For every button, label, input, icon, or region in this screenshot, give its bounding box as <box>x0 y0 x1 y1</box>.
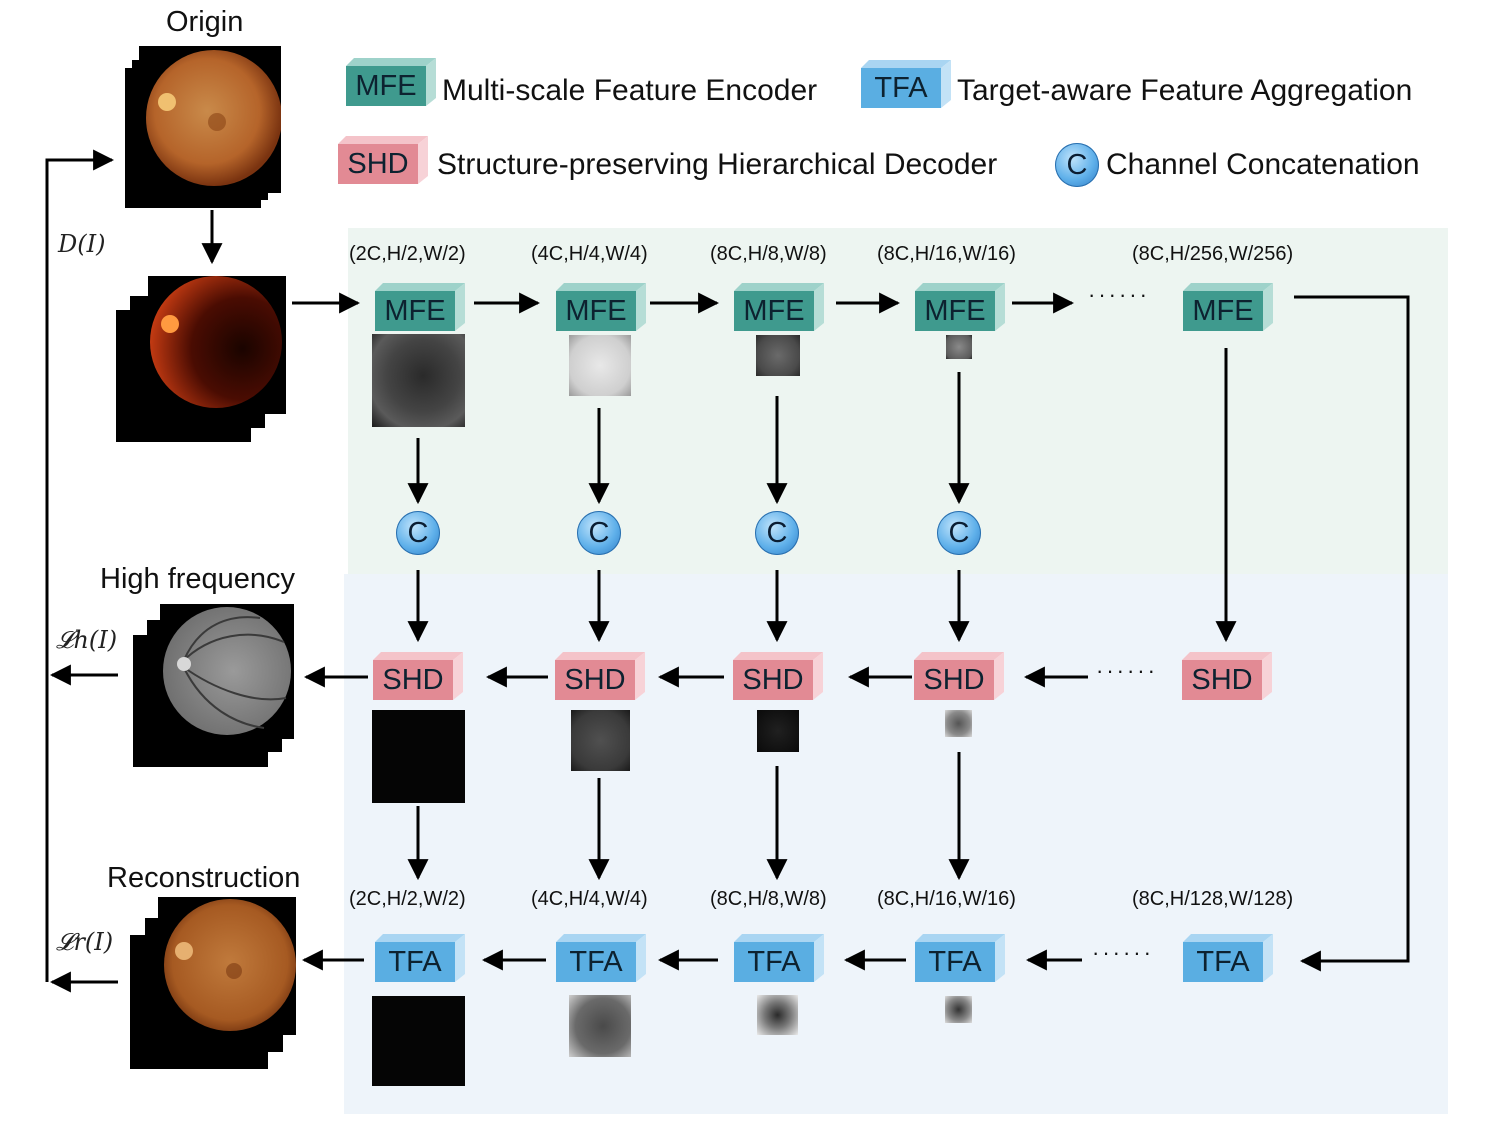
legend-mfe-swatch: MFE <box>346 58 436 106</box>
tfa-block-5-label: TFA <box>1183 942 1263 982</box>
decoder-feature-map-3 <box>757 710 799 752</box>
tfa-block-1-label: TFA <box>375 942 455 982</box>
mfe-block-2-label: MFE <box>556 291 636 331</box>
high-frequency-label: High frequency <box>100 563 296 595</box>
aggregation-dim-1: (2C,H/2,W/2) <box>349 888 466 910</box>
concat-node-4: C <box>937 511 981 555</box>
concat-node-2: C <box>577 511 621 555</box>
aggregation-feature-map-3 <box>757 995 798 1035</box>
shd-block-1-label: SHD <box>373 660 453 700</box>
encoder-feature-map-4 <box>946 335 972 359</box>
decoder-feature-map-2 <box>571 710 630 771</box>
aggregation-feature-map-1 <box>372 996 465 1086</box>
shd-block-3-label: SHD <box>733 660 813 700</box>
mfe-block-5-label: MFE <box>1183 291 1263 331</box>
shd-block-5-label: SHD <box>1182 660 1262 700</box>
mfe-block-2: MFE <box>556 283 646 331</box>
mfe-block-1-label: MFE <box>375 291 455 331</box>
tfa-block-3-label: TFA <box>734 942 814 982</box>
concat-node-1: C <box>396 511 440 555</box>
origin-label: Origin <box>166 6 244 38</box>
high-frequency-image <box>163 607 291 735</box>
shd-block-4: SHD <box>914 652 1004 700</box>
tfa-block-4: TFA <box>915 934 1005 982</box>
aggregation-dim-2: (4C,H/4,W/4) <box>531 888 648 910</box>
legend-mfe-tag: MFE <box>346 66 426 106</box>
legend-mfe-text: Multi-scale Feature Encoder <box>442 74 818 107</box>
aggregation-dim-4: (8C,H/16,W/16) <box>877 888 1016 910</box>
aggregation-feature-map-2 <box>569 995 631 1057</box>
shd-block-2: SHD <box>555 652 645 700</box>
tfa-block-1: TFA <box>375 934 465 982</box>
encoder-dim-5: (8C,H/256,W/256) <box>1132 243 1294 265</box>
legend-tfa-swatch: TFA <box>861 60 951 108</box>
reconstruction-label: Reconstruction <box>107 862 301 894</box>
decoder-ellipsis: ······ <box>1096 658 1158 683</box>
shd-block-4-label: SHD <box>914 660 994 700</box>
mfe-block-3: MFE <box>734 283 824 331</box>
tfa-block-2: TFA <box>556 934 646 982</box>
legend-shd-swatch: SHD <box>338 136 428 184</box>
encoder-ellipsis: ······ <box>1088 282 1150 307</box>
legend-concat-icon: C <box>1055 143 1099 187</box>
aggregation-dim-5: (8C,H/128,W/128) <box>1132 888 1294 910</box>
shd-block-1: SHD <box>373 652 463 700</box>
origin-fundus-image <box>146 50 281 186</box>
reconstruction-loss-label: 𝓛r(I) <box>56 928 114 956</box>
encoder-feature-map-2 <box>569 335 631 396</box>
shd-block-3: SHD <box>733 652 823 700</box>
tfa-block-4-label: TFA <box>915 942 995 982</box>
tfa-block-2-label: TFA <box>556 942 636 982</box>
aggregation-dim-3: (8C,H/8,W/8) <box>710 888 827 910</box>
mfe-block-4: MFE <box>915 283 1005 331</box>
encoder-feature-map-1 <box>372 334 465 427</box>
aggregation-ellipsis: ······ <box>1092 940 1154 965</box>
decoder-feature-map-4 <box>945 710 972 737</box>
mfe-block-1: MFE <box>375 283 465 331</box>
legend-tfa-tag: TFA <box>861 68 941 108</box>
concat-node-3: C <box>755 511 799 555</box>
encoder-feature-map-3 <box>756 335 800 376</box>
encoder-dim-2: (4C,H/4,W/4) <box>531 243 648 265</box>
degradation-label: D(I) <box>58 230 106 258</box>
legend-tfa-text: Target-aware Feature Aggregation <box>957 74 1413 107</box>
high-frequency-loss-label: 𝓛h(I) <box>56 626 118 654</box>
mfe-block-3-label: MFE <box>734 291 814 331</box>
degraded-fundus-image <box>148 276 286 414</box>
encoder-dim-1: (2C,H/2,W/2) <box>349 243 466 265</box>
tfa-block-5: TFA <box>1183 934 1273 982</box>
tfa-block-3: TFA <box>734 934 824 982</box>
aggregation-feature-map-4 <box>945 996 972 1023</box>
reconstruction-image <box>164 899 296 1031</box>
encoder-dim-3: (8C,H/8,W/8) <box>710 243 827 265</box>
mfe-block-4-label: MFE <box>915 291 995 331</box>
legend-shd-text: Structure-preserving Hierarchical Decode… <box>437 148 998 181</box>
mfe-block-5: MFE <box>1183 283 1273 331</box>
legend-shd-tag: SHD <box>338 144 418 184</box>
shd-block-5: SHD <box>1182 652 1272 700</box>
decoder-feature-map-1 <box>372 710 465 803</box>
encoder-dim-4: (8C,H/16,W/16) <box>877 243 1016 265</box>
legend-concat-text: Channel Concatenation <box>1106 148 1420 181</box>
shd-block-2-label: SHD <box>555 660 635 700</box>
